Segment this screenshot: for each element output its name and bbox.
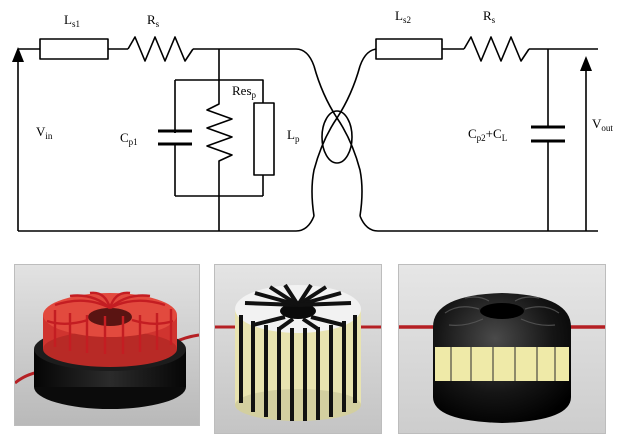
inductor-ls1 (39, 38, 109, 60)
resistor-resp (206, 80, 233, 196)
photo-toroid-black-winding-dense (398, 264, 606, 434)
inductor-lp (253, 102, 275, 176)
photo-toroid-black-winding-open (214, 264, 382, 434)
label-vout: Vout (592, 116, 613, 133)
wire-rs-to-lp-top (193, 48, 315, 67)
transformer-core (321, 110, 353, 164)
label-ls2: Ls2 (395, 8, 411, 25)
vout-arrow-head (580, 56, 592, 71)
label-resp: Resp (232, 83, 257, 100)
wire-left-bottom (18, 215, 315, 232)
equivalent-circuit-diagram: Ls1 Rs Resp Cp1 Lp Vin Ls2 Rs Cp2+CL Vou… (12, 8, 613, 232)
wire-parallel-top (175, 79, 264, 103)
label-vin: Vin (36, 124, 53, 141)
label-rs-right: Rs (483, 8, 496, 25)
label-lp: Lp (287, 127, 300, 144)
wire-right-bottom (359, 215, 598, 232)
transformer-coupling (311, 65, 363, 217)
label-ls1: Ls1 (64, 12, 80, 29)
resistor-rs-left (127, 36, 194, 62)
vin-arrow-head (12, 47, 24, 62)
label-cp1: Cp1 (120, 130, 138, 147)
inductor-ls2 (375, 38, 443, 60)
resistor-rs-right (463, 36, 530, 62)
label-rs-left: Rs (147, 12, 160, 29)
label-cp2-cl: Cp2+CL (468, 126, 507, 143)
photo-toroid-red-winding (14, 264, 200, 426)
